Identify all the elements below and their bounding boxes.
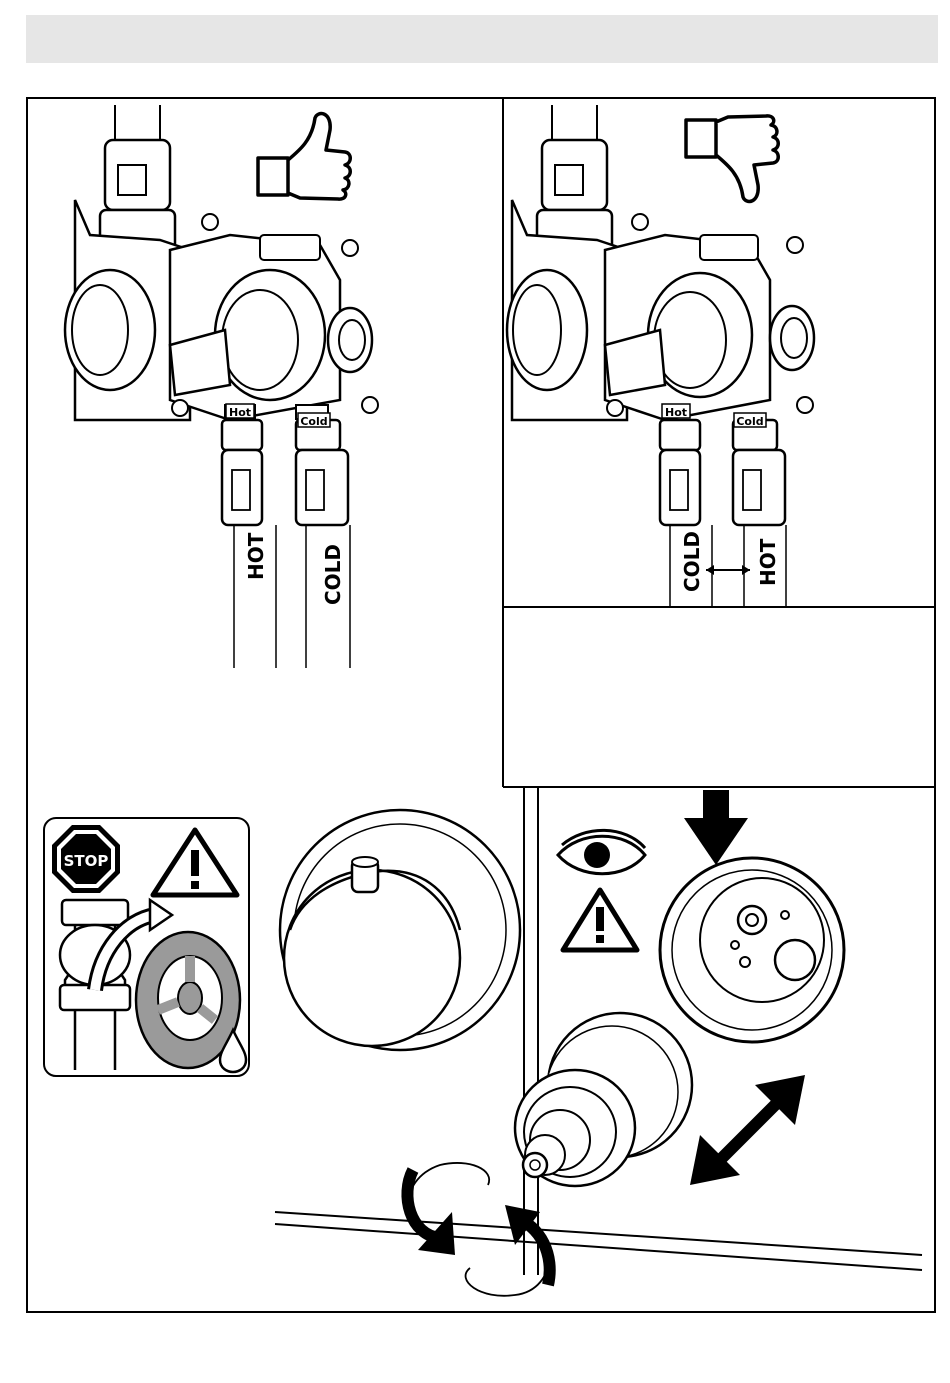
floor-line-1	[275, 1212, 922, 1255]
stop-sign-text: STOP	[64, 852, 109, 870]
tag-cold-label-2: Cold	[736, 415, 763, 428]
tag-cold-label: Cold	[300, 415, 327, 428]
pipe-cold-label: COLD	[321, 544, 345, 605]
thumbs-down-icon	[686, 116, 778, 202]
tag-hot-label: Hot	[229, 406, 251, 419]
incorrect-installation-diagram	[507, 105, 814, 606]
shower-control-knob	[280, 810, 520, 1050]
pipe-cold-label-2: COLD	[680, 531, 704, 592]
thumbs-up-icon	[258, 114, 350, 200]
pipe-hot-label-2: HOT	[756, 538, 780, 586]
pipe-hot-label: HOT	[244, 532, 268, 580]
valve-housing-drawing	[660, 858, 844, 1042]
warning-triangle-icon-2	[563, 890, 637, 950]
floor-line-2	[275, 1224, 922, 1270]
rotate-arrows-icon	[407, 1163, 549, 1296]
double-arrow-icon	[690, 1075, 805, 1185]
eye-icon	[558, 830, 645, 873]
cartridge-drawing	[515, 1013, 692, 1186]
tag-hot-label-2: Hot	[665, 406, 687, 419]
arrow-down-icon	[684, 790, 748, 865]
